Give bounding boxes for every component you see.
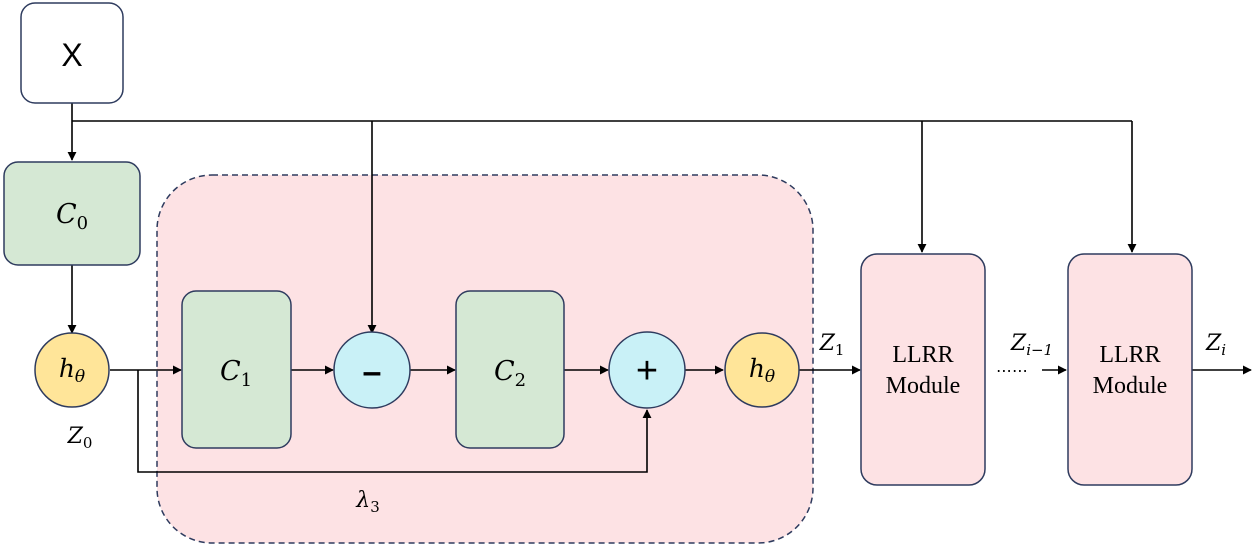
svg-text:C0: C0 — [56, 199, 88, 234]
llrr-module-1-line2: Module — [886, 373, 961, 399]
svg-text:hθ: hθ — [59, 354, 85, 387]
activation-h-left: hθ — [34, 332, 110, 408]
block-c1: C1 — [181, 290, 292, 449]
block-c0-sub: 0 — [77, 213, 88, 234]
llrr-module-1: LLRR Module — [860, 253, 986, 486]
input-label: X — [61, 37, 82, 73]
block-c1-label: C — [220, 356, 241, 387]
llrr-module-2: LLRR Module — [1067, 253, 1193, 486]
block-c0-label: C — [56, 199, 77, 230]
activation-h-right-label: h — [749, 354, 765, 383]
llrr-module-1-line1: LLRR — [892, 342, 953, 368]
block-c0: C0 — [3, 161, 141, 266]
llrr-module-2-line1: LLRR — [1099, 342, 1160, 368]
label-z1: Z1 — [819, 331, 845, 359]
block-c2-sub: 2 — [515, 370, 526, 391]
block-c2: C2 — [455, 290, 565, 449]
svg-text:C1: C1 — [220, 356, 252, 391]
label-lambda3: λ3 — [355, 488, 380, 516]
input-node: X — [20, 2, 124, 104]
skip-connection — [137, 370, 652, 473]
llrr-module-2-line2: Module — [1093, 373, 1168, 399]
label-z0: Z0 — [67, 424, 93, 452]
add-symbol: + — [636, 350, 658, 392]
activation-h-right: hθ — [724, 332, 800, 408]
block-c1-sub: 1 — [241, 370, 252, 391]
svg-text:hθ: hθ — [749, 354, 775, 387]
subtract-symbol: – — [363, 353, 382, 391]
label-z-i: Zi — [1205, 331, 1226, 359]
connectors — [67, 103, 1252, 473]
ellipsis-dots: ⋯⋯ — [996, 363, 1028, 380]
subtract-operator: – — [333, 331, 411, 409]
add-operator: + — [608, 331, 686, 409]
activation-h-left-label: h — [59, 354, 75, 383]
svg-text:C2: C2 — [494, 356, 526, 391]
activation-h-left-sub: θ — [75, 367, 85, 387]
activation-h-right-sub: θ — [765, 367, 775, 387]
label-z-i-minus-1: Zi−1 — [1010, 331, 1053, 359]
block-c2-label: C — [494, 356, 515, 387]
